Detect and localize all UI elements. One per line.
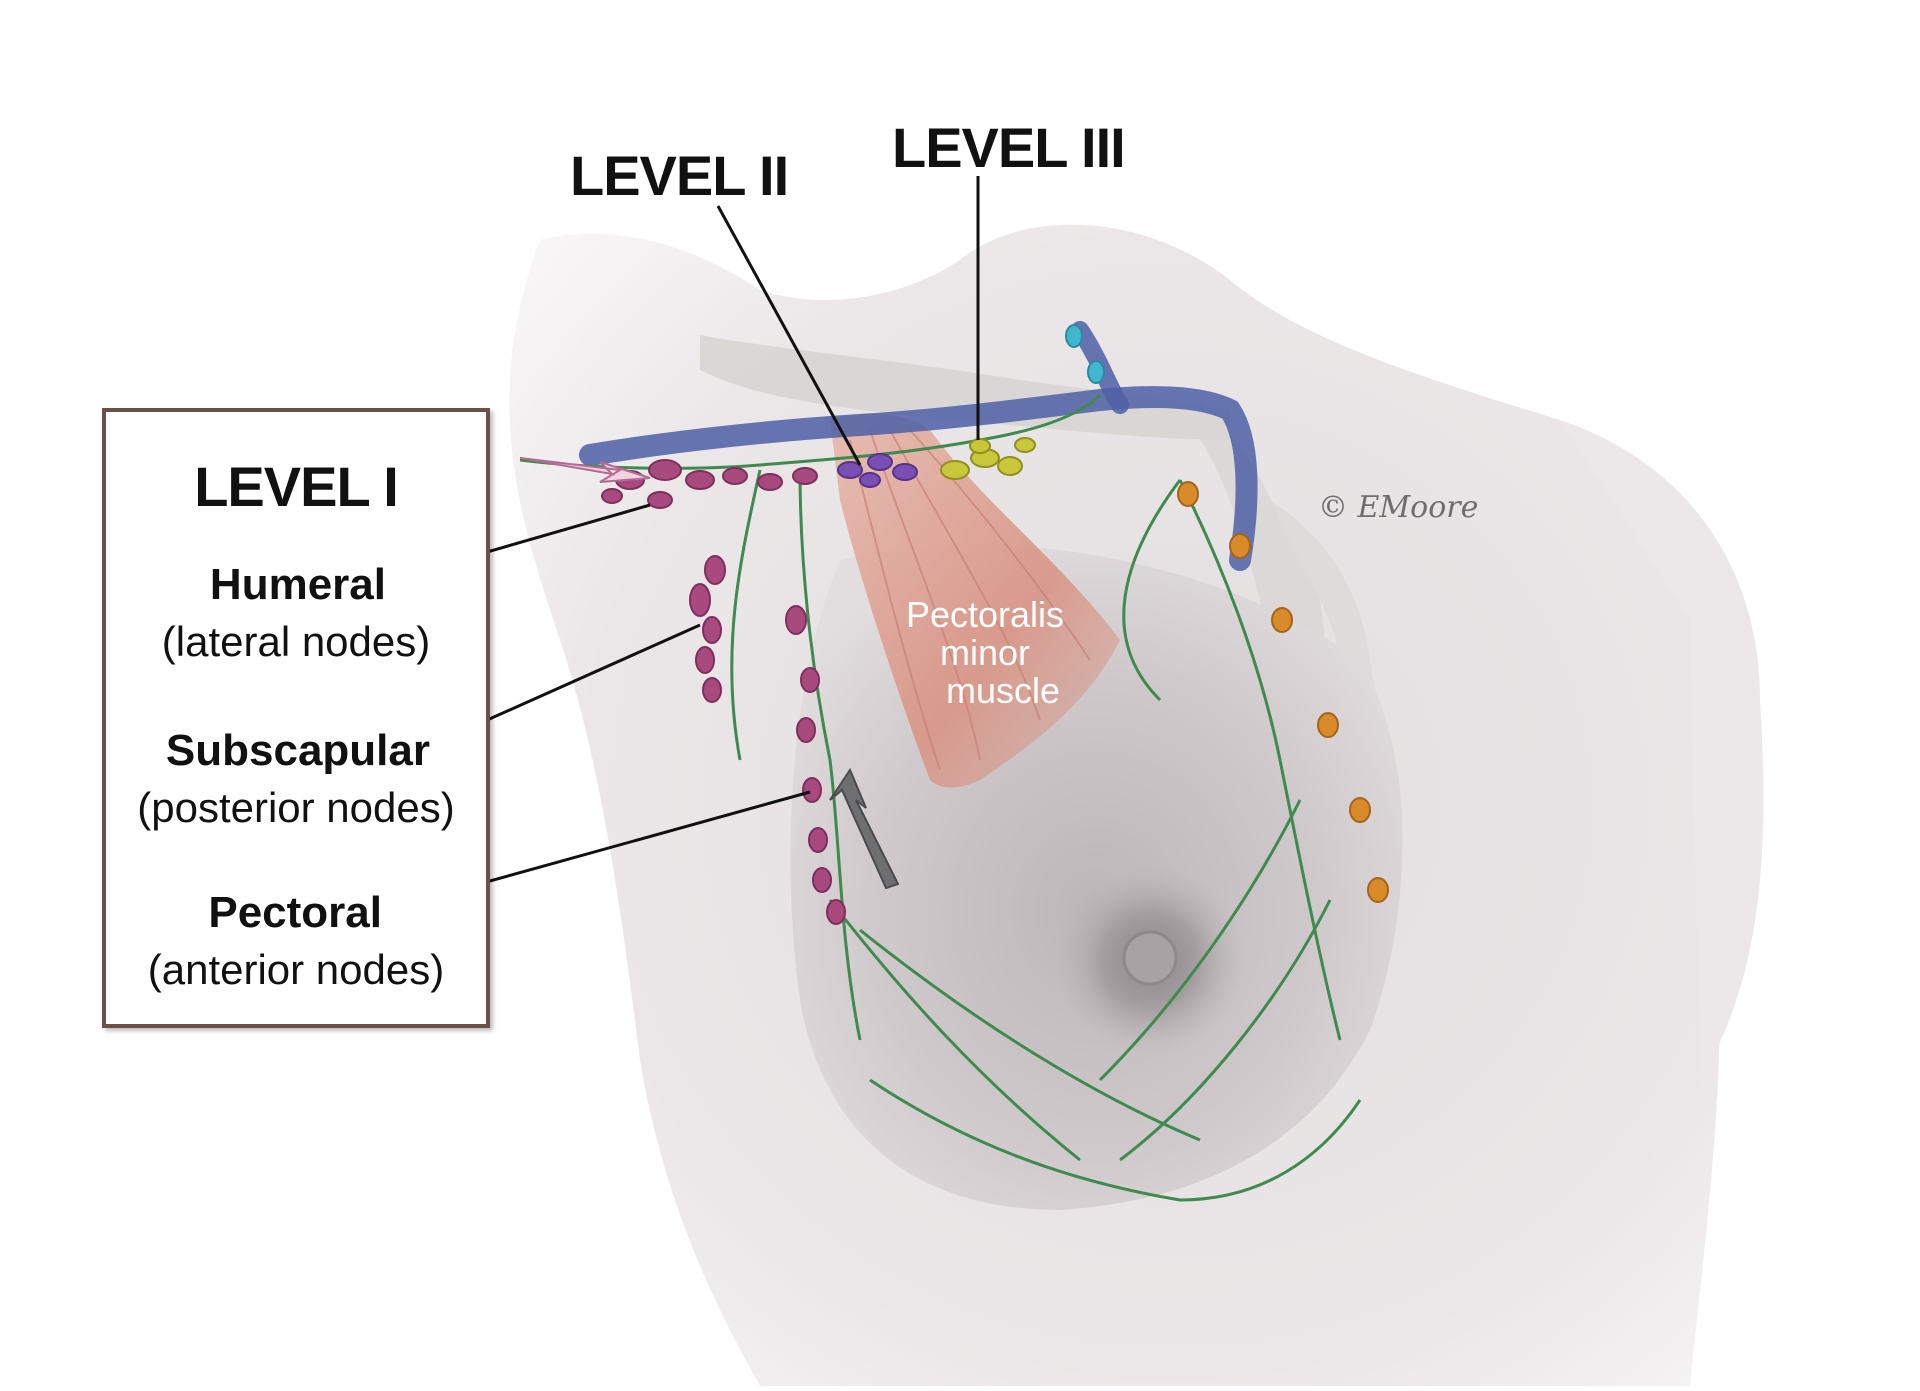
level-iii-nodes — [940, 437, 1036, 480]
lymph-vessels — [519, 393, 1362, 1202]
legend-item-humeral: Humeral — [209, 560, 386, 609]
legend-item-subscapular-sub: (posterior nodes) — [137, 784, 455, 831]
neck-nodes — [1065, 324, 1105, 384]
legend-item-pectoral-sub: (anterior nodes) — [147, 946, 445, 993]
muscle-label-line-3: muscle — [945, 670, 1061, 711]
axillary-vein — [579, 386, 1258, 571]
flow-arrow-lower — [829, 767, 900, 890]
muscle-label-line-2: minor — [939, 632, 1031, 673]
level-ii-label: LEVEL II — [570, 144, 789, 207]
pectoralis-minor-label: Pectoralis minor muscle — [890, 596, 1080, 710]
legend-item-pectoral: Pectoral — [208, 888, 382, 937]
right-arm — [1560, 420, 1764, 1080]
level-iii-label: LEVEL III — [892, 116, 1126, 179]
legend-item-humeral-sub: (lateral nodes) — [161, 618, 431, 665]
nipple — [1122, 930, 1178, 986]
legend-item-subscapular: Subscapular — [165, 726, 430, 775]
artist-signature: © EMoore — [1318, 490, 1479, 525]
flow-arrow-upper — [519, 457, 651, 483]
muscle-label-line-1: Pectoralis — [905, 594, 1065, 635]
legend-title: LEVEL I — [194, 455, 399, 518]
internal-mammary-nodes — [1177, 481, 1389, 903]
clavicle — [700, 335, 1230, 440]
level-i-legend: LEVEL I Humeral (lateral nodes) Subscapu… — [102, 408, 490, 1028]
pectoralis-minor-muscle — [830, 413, 1120, 788]
level-ii-nodes — [837, 453, 918, 488]
